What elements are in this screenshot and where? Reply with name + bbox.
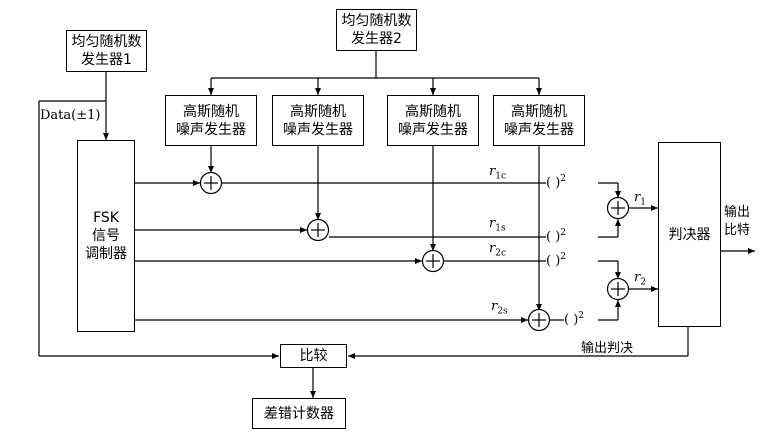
uniform-rng-2-line1: 均匀随机数 [341, 13, 412, 29]
r1c-sub: 1c [495, 171, 506, 182]
r1s-label: r1s [489, 216, 506, 234]
output-bits-line1: 输出 [724, 205, 751, 220]
sum-adder-1 [606, 196, 630, 220]
error-counter-block: 差错计数器 [252, 398, 346, 429]
squarer-2-paren: ( ) [546, 229, 561, 245]
error-counter-label: 差错计数器 [264, 405, 334, 422]
r2-base: r [634, 270, 641, 285]
r2c-label: r2c [489, 241, 506, 259]
gauss-noise-block-4: 高斯随机 噪声发生器 [493, 95, 585, 146]
output-bits-line2: 比特 [724, 223, 751, 238]
sum-adder-2 [606, 277, 630, 301]
adder-3 [421, 249, 445, 273]
r1s-sub: 1s [495, 223, 506, 234]
compare-block: 比较 [280, 344, 347, 368]
squarer-4-paren: ( ) [564, 312, 579, 328]
gauss-3-line2: 噪声发生器 [398, 121, 468, 138]
r2c-sub: 2c [495, 248, 506, 259]
adder-4 [527, 308, 551, 332]
gauss-noise-block-2: 高斯随机 噪声发生器 [272, 95, 364, 146]
uniform-rng-1-block: 均匀随机数 发生器1 [66, 30, 147, 72]
gauss-noise-block-3: 高斯随机 噪声发生器 [387, 95, 479, 146]
data-label: Data(±1) [40, 108, 101, 123]
r1c-base: r [489, 164, 496, 179]
r1-label: r1 [634, 190, 646, 208]
gauss-4-line2: 噪声发生器 [504, 121, 574, 138]
gauss-2-line2: 噪声发生器 [283, 121, 353, 138]
gauss-2-line1: 高斯随机 [290, 103, 346, 120]
squarer-1-exp: 2 [560, 174, 567, 184]
squarer-3-exp: 2 [560, 252, 567, 262]
fsk-modulator-block: FSK 信号 调制器 [77, 140, 135, 332]
gauss-noise-block-1: 高斯随机 噪声发生器 [165, 95, 257, 146]
squarer-3-paren: ( ) [546, 253, 561, 269]
r2-sub: 2 [640, 277, 646, 288]
r1c-label: r1c [489, 164, 506, 182]
output-bits-label: 输出 比特 [724, 204, 750, 240]
r2-label: r2 [634, 270, 646, 288]
r2c-base: r [489, 241, 496, 256]
squarer-4-exp: 2 [578, 311, 585, 321]
squarer-2-exp: 2 [560, 228, 567, 238]
gauss-1-line2: 噪声发生器 [176, 121, 246, 138]
squarer-3: ( )2 [546, 252, 567, 269]
adder-2 [306, 218, 330, 242]
decider-label: 判决器 [668, 226, 711, 243]
adder-1 [199, 171, 223, 195]
r1-sub: 1 [640, 197, 646, 208]
uniform-rng-1-line1: 均匀随机数 [71, 34, 142, 50]
squarer-2: ( )2 [546, 228, 567, 245]
r1-base: r [634, 190, 641, 205]
r2s-base: r [491, 299, 498, 314]
uniform-rng-1-line2: 发生器1 [81, 52, 132, 68]
gauss-3-line1: 高斯随机 [405, 103, 461, 120]
r2s-label: r2s [491, 299, 508, 317]
squarer-1-paren: ( ) [546, 175, 561, 191]
gauss-1-line1: 高斯随机 [183, 103, 239, 120]
fsk-line2: 信号 [92, 228, 120, 244]
fsk-line1: FSK [93, 210, 119, 226]
decider-block: 判决器 [658, 142, 721, 327]
fsk-line3: 调制器 [85, 246, 127, 262]
r2s-sub: 2s [497, 306, 508, 317]
uniform-rng-2-line2: 发生器2 [351, 31, 402, 47]
squarer-4: ( )2 [564, 311, 585, 328]
r1s-base: r [489, 216, 496, 231]
output-decision-label: 输出判决 [581, 341, 634, 356]
gauss-4-line1: 高斯随机 [511, 103, 567, 120]
squarer-1: ( )2 [546, 174, 567, 191]
compare-label: 比较 [299, 348, 328, 364]
uniform-rng-2-block: 均匀随机数 发生器2 [336, 9, 417, 51]
